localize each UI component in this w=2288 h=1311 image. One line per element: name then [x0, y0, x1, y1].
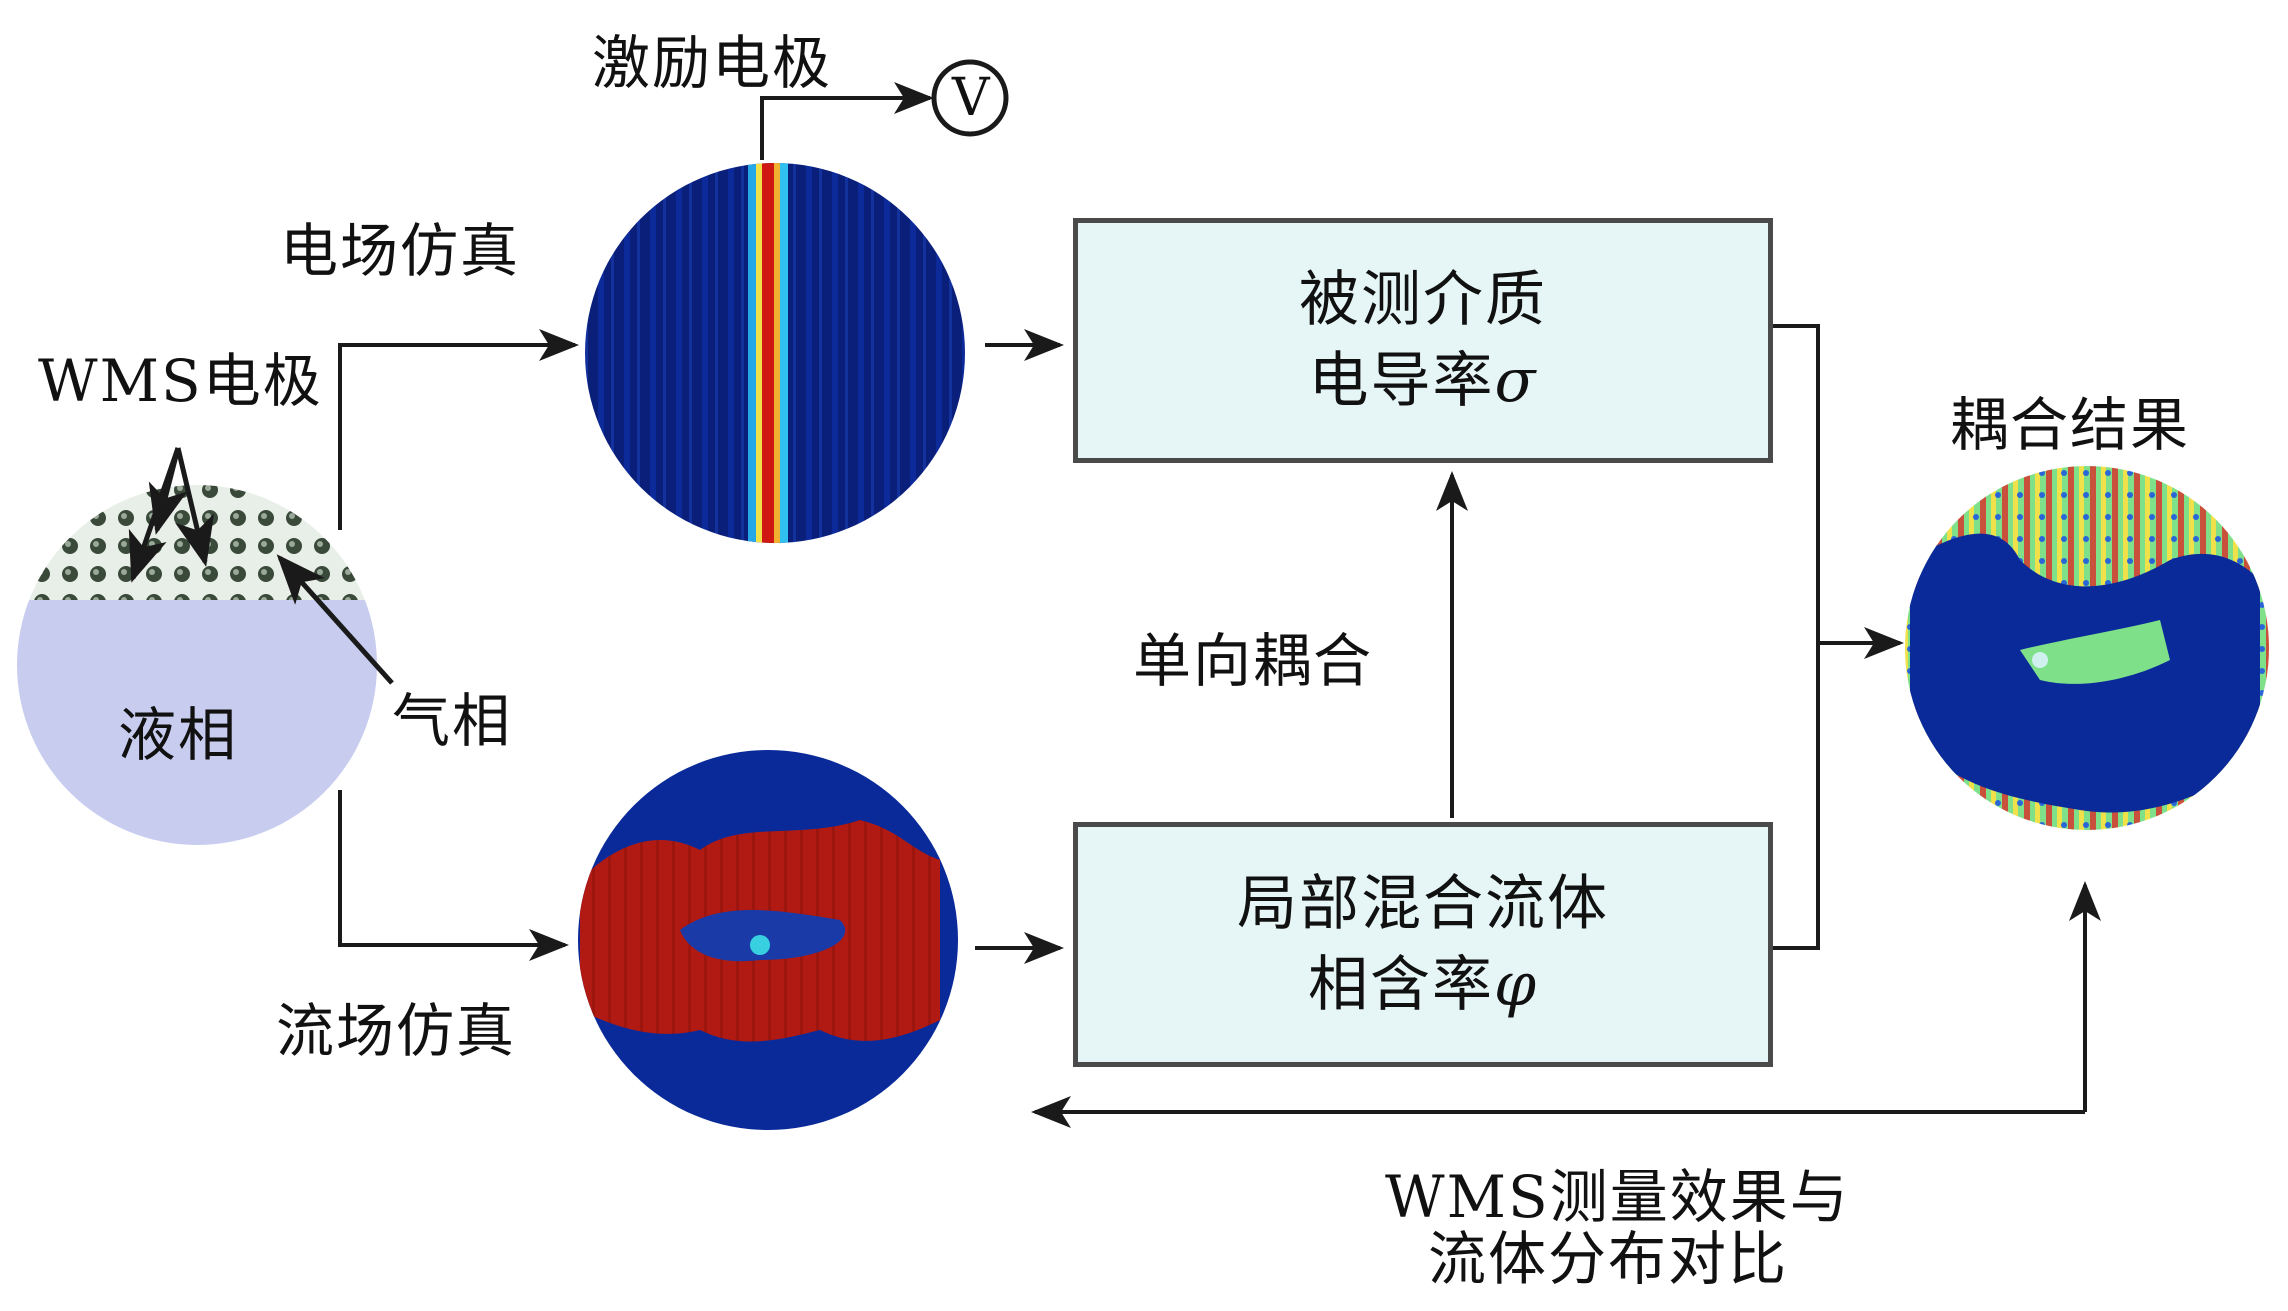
voltmeter	[760, 59, 1009, 160]
gas-phase-label: 气相	[392, 687, 513, 755]
conductivity-box-line2: 电导率σ	[1309, 341, 1538, 422]
coupling-result-disk	[1905, 466, 2269, 830]
gas-phase-pointer	[276, 554, 394, 685]
coupling-result-label: 耦合结果	[1950, 391, 2191, 459]
line-box2-out	[1773, 643, 1820, 950]
comparison-label-line1: WMS测量效果与	[1385, 1163, 1850, 1231]
conductivity-box-line1: 被测介质	[1299, 264, 1547, 335]
efield-sim-label: 电场仿真	[280, 217, 521, 285]
flow-sim-label: 流场仿真	[276, 997, 517, 1065]
one-way-coupling-label: 单向耦合	[1133, 627, 1374, 695]
arrow-to-flowfield	[338, 790, 569, 961]
conductivity-box: 被测介质 电导率σ	[1073, 218, 1773, 463]
electric-field-disk	[585, 163, 965, 543]
phi-symbol: φ	[1493, 949, 1538, 1020]
phase-holdup-box-line1: 局部混合流体	[1237, 868, 1609, 939]
line-box1-out	[1773, 324, 1820, 643]
comparison-label-line2: 流体分布对比	[1428, 1225, 1789, 1293]
conductivity-text: 电导率	[1308, 345, 1495, 416]
flow-field-disk	[578, 750, 958, 1130]
connector-arrows	[338, 324, 2101, 1128]
phase-holdup-box-line2: 相含率φ	[1308, 945, 1538, 1026]
wms-electrode-label: WMS电极	[38, 347, 323, 415]
phase-holdup-box: 局部混合流体 相含率φ	[1073, 822, 1773, 1067]
sigma-symbol: σ	[1494, 345, 1538, 416]
wms-electrode-pointers	[128, 447, 215, 583]
voltmeter-label: V	[952, 68, 990, 128]
holdup-text: 相含率	[1307, 949, 1494, 1020]
excitation-electrode-label: 激励电极	[592, 29, 833, 97]
liquid-phase-label: 液相	[118, 701, 239, 769]
arrow-to-efield	[338, 329, 579, 530]
